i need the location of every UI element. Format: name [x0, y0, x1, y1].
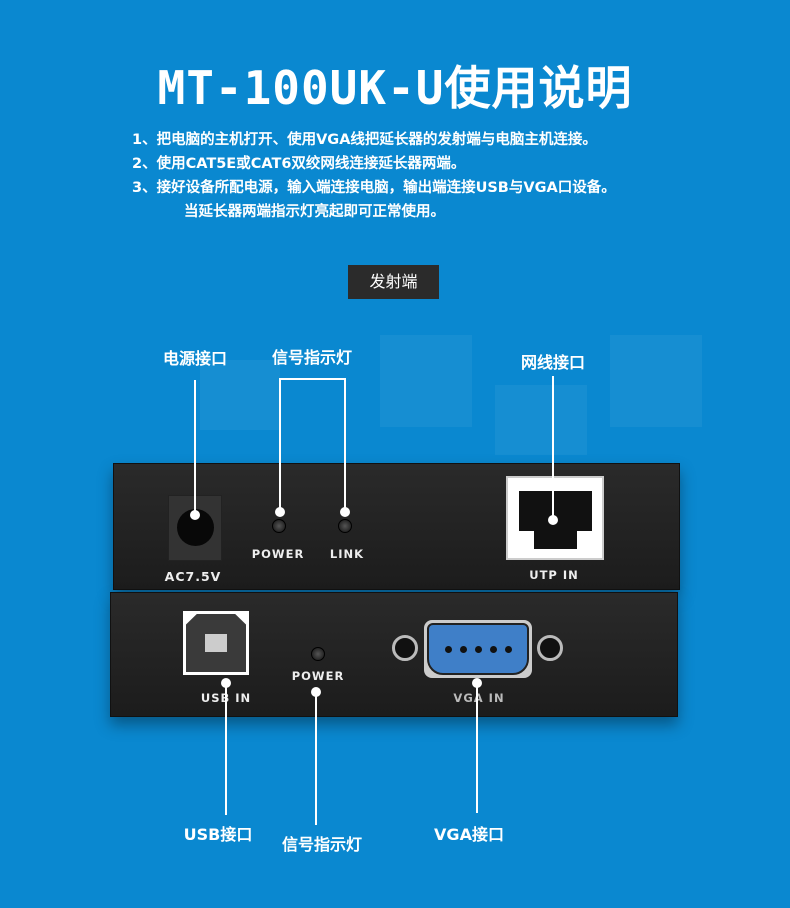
- step-3: 3、接好设备所配电源，输入端连接电脑，输出端连接USB与VGA口设备。: [132, 180, 616, 196]
- leader-line: [194, 380, 196, 515]
- vga-port: [424, 620, 532, 678]
- leader-dot: [190, 510, 200, 520]
- callout-indicator-top: 信号指示灯: [271, 348, 353, 367]
- decor: [200, 360, 280, 430]
- section-tag: 发射端: [348, 265, 439, 299]
- usb-b-port: [183, 611, 249, 675]
- vga-screw-left: [392, 635, 418, 661]
- leader-dot: [221, 678, 231, 688]
- vga-label: VGA IN: [453, 691, 505, 705]
- callout-power-port: 电源接口: [162, 349, 228, 368]
- callout-usb-port: USB接口: [183, 825, 253, 844]
- leader-dot: [340, 507, 350, 517]
- leader-dot: [275, 507, 285, 517]
- leader-line: [315, 692, 317, 825]
- page-title: MT-100UK-U使用说明: [157, 61, 633, 115]
- power-led: [272, 519, 286, 533]
- step-1: 1、把电脑的主机打开、使用VGA线把延长器的发射端与电脑主机连接。: [132, 132, 597, 148]
- power-label-bottom: POWER: [291, 669, 345, 683]
- vga-screw-right: [537, 635, 563, 661]
- callout-vga-port: VGA接口: [434, 825, 504, 844]
- leader-line: [225, 683, 227, 815]
- instructions: 1、把电脑的主机打开、使用VGA线把延长器的发射端与电脑主机连接。 2、使用CA…: [132, 128, 616, 224]
- leader-line: [476, 683, 478, 813]
- link-label: LINK: [329, 547, 365, 561]
- leader-line: [280, 378, 346, 380]
- power-led-bottom: [311, 647, 325, 661]
- step-3-note: 当延长器两端指示灯亮起即可正常使用。: [184, 204, 445, 220]
- leader-line: [344, 378, 346, 512]
- callout-indicator-bottom: 信号指示灯: [281, 835, 363, 854]
- step-2: 2、使用CAT5E或CAT6双绞网线连接延长器两端。: [132, 156, 466, 172]
- leader-dot: [472, 678, 482, 688]
- leader-dot: [311, 687, 321, 697]
- decor: [380, 335, 472, 427]
- link-led: [338, 519, 352, 533]
- leader-line: [279, 378, 281, 512]
- leader-line: [552, 376, 554, 520]
- callout-network-port: 网线接口: [520, 353, 586, 372]
- decor: [610, 335, 702, 427]
- utp-label: UTP IN: [529, 568, 579, 582]
- ac-label: AC7.5V: [164, 569, 222, 584]
- power-label: POWER: [251, 547, 305, 561]
- decor: [495, 385, 587, 455]
- leader-dot: [548, 515, 558, 525]
